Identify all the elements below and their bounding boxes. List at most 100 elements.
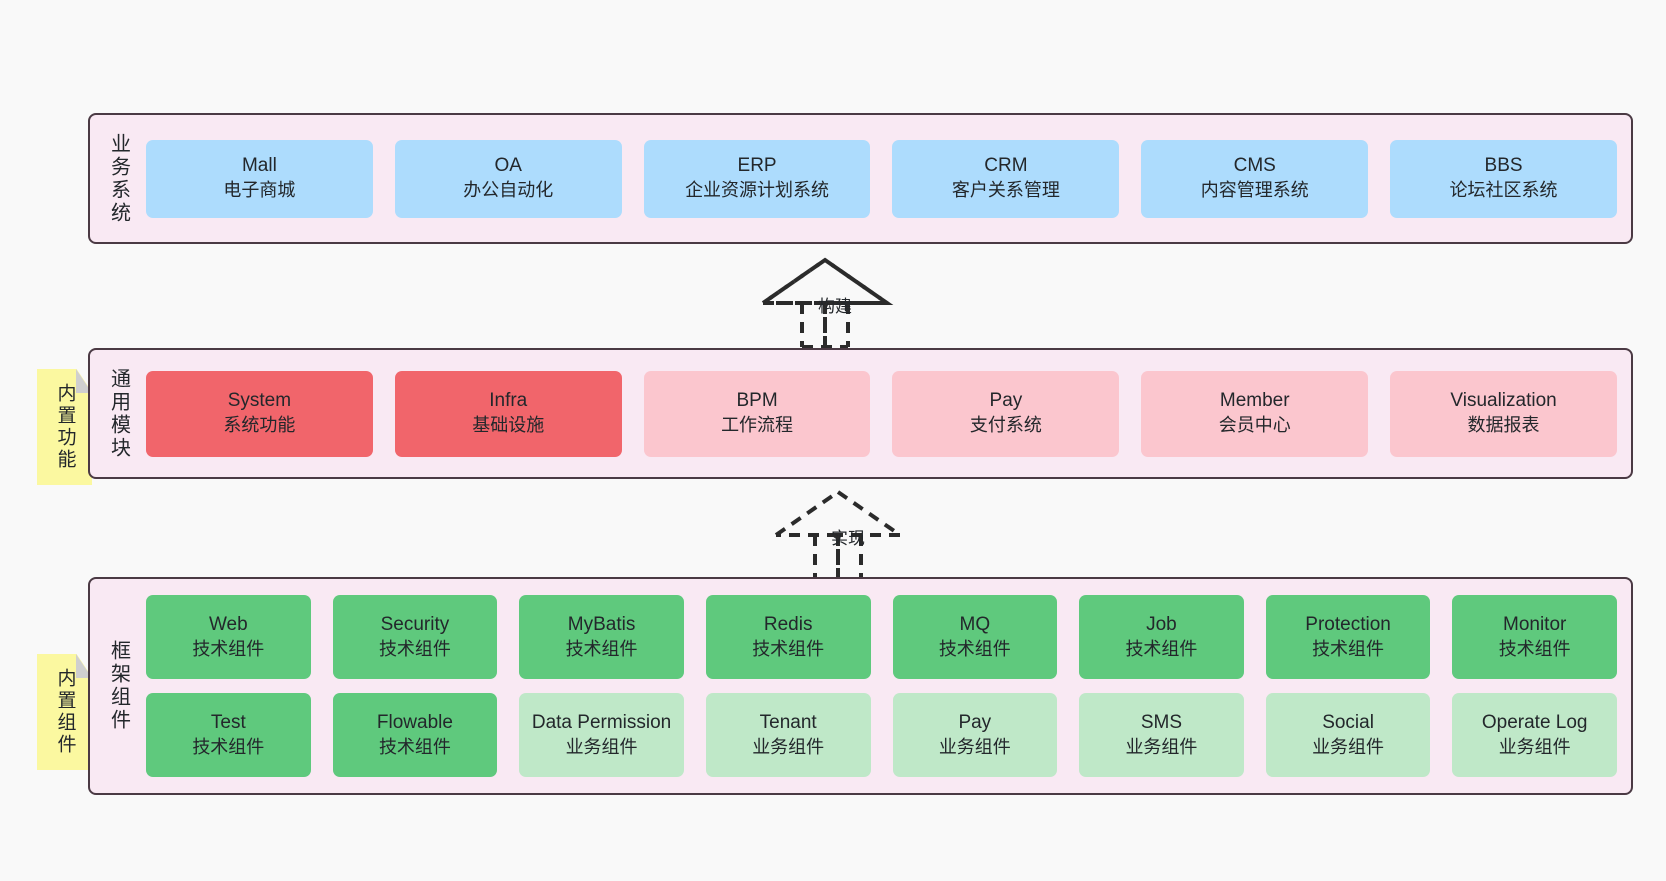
card-subtitle: 基础设施: [472, 415, 545, 436]
connector-implement: 实现: [768, 487, 938, 582]
card-row: Test 技术组件 Flowable 技术组件 Data Permission …: [146, 693, 1617, 777]
card-protection[interactable]: Protection 技术组件: [1265, 595, 1431, 679]
card-title: Protection: [1305, 613, 1391, 635]
connector-label-implement: 实现: [831, 529, 865, 548]
card-title: Operate Log: [1481, 711, 1588, 733]
card-subtitle: 技术组件: [1125, 638, 1198, 659]
card-web[interactable]: Web 技术组件: [146, 595, 311, 679]
card-mq[interactable]: MQ 技术组件: [892, 595, 1058, 679]
card-mybatis[interactable]: MyBatis 技术组件: [519, 595, 684, 679]
card-bbs[interactable]: BBS 论坛社区系统: [1390, 139, 1617, 218]
card-subtitle: 企业资源计划系统: [685, 180, 830, 201]
card-subtitle: 技术组件: [378, 736, 451, 757]
card-subtitle: 技术组件: [565, 638, 638, 659]
card-infra[interactable]: Infra 基础设施: [394, 370, 622, 457]
card-subtitle: 技术组件: [192, 638, 265, 659]
card-title: CRM: [984, 155, 1028, 177]
card-title: Job: [1146, 613, 1177, 635]
card-subtitle: 办公自动化: [463, 180, 554, 201]
card-subtitle: 客户关系管理: [951, 180, 1060, 201]
card-row: Web 技术组件 Security 技术组件 MyBatis 技术组件 Redi…: [146, 595, 1617, 679]
note-builtin-function: 内置功能: [37, 369, 92, 485]
card-title: Test: [210, 711, 246, 733]
card-cms[interactable]: CMS 内容管理系统: [1141, 139, 1369, 218]
card-title: Mall: [241, 155, 277, 177]
card-title: Data Permission: [531, 711, 672, 733]
card-subtitle: 论坛社区系统: [1449, 180, 1558, 201]
card-pay-component[interactable]: Pay 业务组件: [892, 693, 1058, 777]
card-title: Monitor: [1503, 613, 1567, 635]
card-row: System 系统功能 Infra 基础设施 BPM 工作流程 Pay 支付系统…: [146, 370, 1617, 457]
card-redis[interactable]: Redis 技术组件: [705, 595, 871, 679]
card-subtitle: 技术组件: [938, 638, 1011, 659]
card-subtitle: 技术组件: [1312, 638, 1385, 659]
card-mall[interactable]: Mall 电子商城: [146, 139, 373, 218]
card-title: System: [227, 390, 292, 412]
connector-label-build: 构建: [818, 297, 852, 316]
card-bpm[interactable]: BPM 工作流程: [643, 370, 871, 457]
card-title: Member: [1219, 390, 1290, 412]
card-subtitle: 内容管理系统: [1200, 180, 1309, 201]
layer-body-common-module: System 系统功能 Infra 基础设施 BPM 工作流程 Pay 支付系统…: [146, 350, 1631, 477]
note-label: 内置功能: [54, 383, 76, 471]
card-job[interactable]: Job 技术组件: [1079, 595, 1244, 679]
layer-title-business-system: 业务系统: [107, 132, 130, 225]
card-subtitle: 系统功能: [223, 415, 296, 436]
card-title: Pay: [989, 390, 1023, 412]
card-title: Redis: [763, 613, 813, 635]
card-visualization[interactable]: Visualization 数据报表: [1390, 370, 1617, 457]
card-subtitle: 业务组件: [938, 736, 1011, 757]
card-title: Visualization: [1450, 390, 1557, 412]
generalization-arrow-icon: [756, 257, 894, 349]
card-operate-log[interactable]: Operate Log 业务组件: [1452, 693, 1617, 777]
layer-common-module: 通用模块 System 系统功能 Infra 基础设施 BPM 工作流程 Pay…: [88, 348, 1633, 479]
card-title: Tenant: [759, 711, 817, 733]
card-title: Flowable: [376, 711, 453, 733]
card-title: Security: [380, 613, 450, 635]
card-subtitle: 业务组件: [1312, 736, 1385, 757]
card-subtitle: 支付系统: [969, 415, 1042, 436]
card-subtitle: 业务组件: [565, 736, 638, 757]
layer-business-system: 业务系统 Mall 电子商城 OA 办公自动化 ERP 企业资源计划系统 CRM…: [88, 113, 1633, 244]
card-subtitle: 业务组件: [1498, 736, 1571, 757]
card-title: MyBatis: [567, 613, 636, 635]
card-data-permission[interactable]: Data Permission 业务组件: [519, 693, 684, 777]
card-pay[interactable]: Pay 支付系统: [892, 370, 1120, 457]
card-subtitle: 技术组件: [192, 736, 265, 757]
card-system[interactable]: System 系统功能: [146, 370, 373, 457]
card-subtitle: 技术组件: [378, 638, 451, 659]
card-security[interactable]: Security 技术组件: [332, 595, 498, 679]
layer-body-business-system: Mall 电子商城 OA 办公自动化 ERP 企业资源计划系统 CRM 客户关系…: [146, 115, 1631, 242]
card-title: Pay: [958, 711, 992, 733]
card-sms[interactable]: SMS 业务组件: [1079, 693, 1244, 777]
card-title: OA: [494, 155, 522, 177]
card-title: BBS: [1484, 155, 1523, 177]
layer-framework-component: 框架组件 Web 技术组件 Security 技术组件 MyBatis 技术组件…: [88, 577, 1633, 795]
card-title: CMS: [1233, 155, 1276, 177]
card-test[interactable]: Test 技术组件: [146, 693, 311, 777]
card-subtitle: 业务组件: [1125, 736, 1198, 757]
card-subtitle: 工作流程: [721, 415, 794, 436]
card-title: MQ: [959, 613, 991, 635]
card-title: SMS: [1140, 711, 1183, 733]
card-subtitle: 电子商城: [223, 180, 296, 201]
card-oa[interactable]: OA 办公自动化: [394, 139, 622, 218]
card-title: BPM: [736, 390, 778, 412]
card-subtitle: 业务组件: [752, 736, 825, 757]
card-erp[interactable]: ERP 企业资源计划系统: [643, 139, 871, 218]
card-monitor[interactable]: Monitor 技术组件: [1452, 595, 1617, 679]
layer-title-framework-component: 框架组件: [107, 640, 130, 732]
card-subtitle: 技术组件: [1498, 638, 1571, 659]
card-title: Social: [1322, 711, 1374, 733]
card-tenant[interactable]: Tenant 业务组件: [705, 693, 871, 777]
card-row: Mall 电子商城 OA 办公自动化 ERP 企业资源计划系统 CRM 客户关系…: [146, 139, 1617, 218]
card-subtitle: 会员中心: [1218, 415, 1291, 436]
card-social[interactable]: Social 业务组件: [1265, 693, 1431, 777]
connector-build: 构建: [755, 255, 925, 350]
card-crm[interactable]: CRM 客户关系管理: [892, 139, 1120, 218]
layer-body-framework-component: Web 技术组件 Security 技术组件 MyBatis 技术组件 Redi…: [146, 579, 1631, 793]
card-member[interactable]: Member 会员中心: [1141, 370, 1369, 457]
card-flowable[interactable]: Flowable 技术组件: [332, 693, 498, 777]
card-subtitle: 数据报表: [1467, 415, 1540, 436]
